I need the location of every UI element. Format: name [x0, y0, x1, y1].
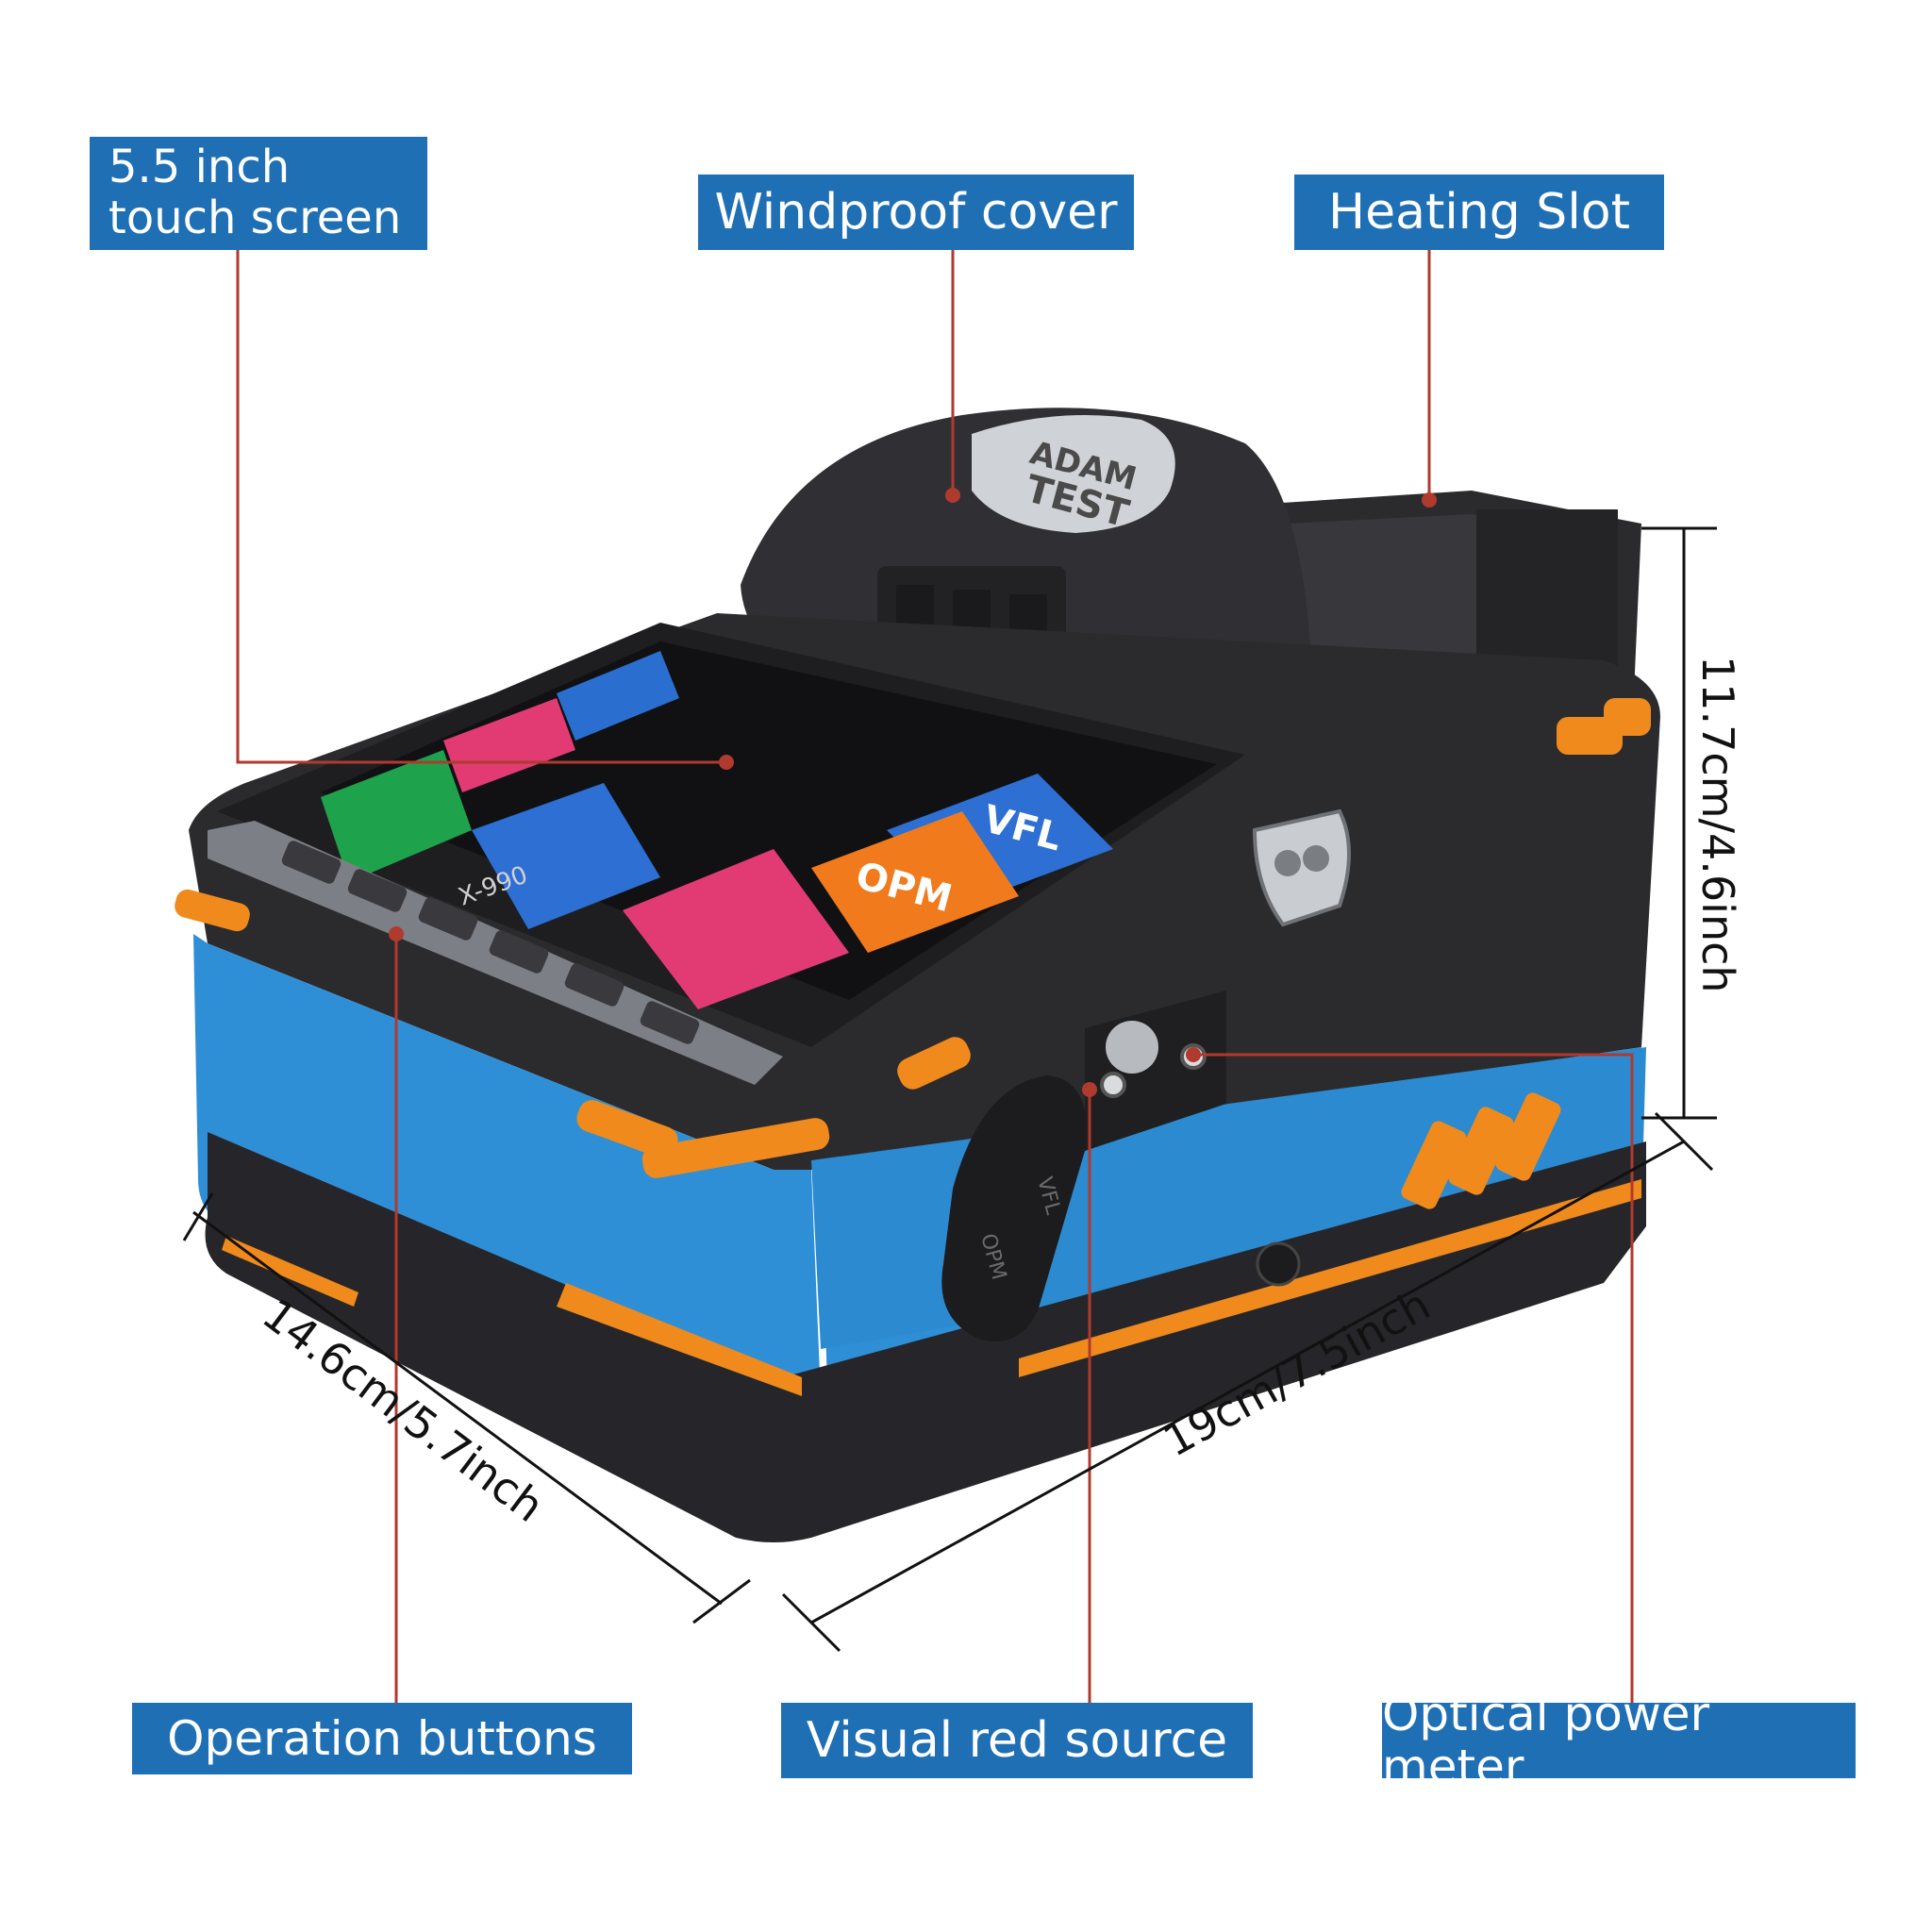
- power-button[interactable]: [280, 839, 342, 885]
- leader-dots: [389, 488, 1437, 1097]
- callout-operation-buttons: Operation buttons: [132, 1703, 632, 1774]
- callout-visual-red-source: Visual red source: [781, 1703, 1253, 1778]
- callout-visual-red-source-text: Visual red source: [806, 1711, 1228, 1769]
- callout-touch-screen: 5.5 inch touch screen: [90, 137, 427, 250]
- menu-button[interactable]: [639, 999, 701, 1045]
- leader-lines: [236, 250, 1634, 1703]
- stop-button[interactable]: [417, 895, 479, 941]
- xy-button[interactable]: [346, 867, 408, 913]
- callout-windproof-cover-text: Windproof cover: [714, 183, 1118, 241]
- callout-touch-screen-text: 5.5 inch touch screen: [108, 141, 402, 244]
- touch-screen: VFL OPM: [217, 623, 1245, 1047]
- callout-heating-slot-text: Heating Slot: [1328, 183, 1630, 241]
- callout-heating-slot: Heating Slot: [1294, 175, 1664, 250]
- dimension-lines: [182, 526, 1717, 1653]
- callout-operation-buttons-text: Operation buttons: [167, 1711, 597, 1766]
- height-dimension: 11.7cm/4.6inch: [1692, 656, 1743, 993]
- callout-windproof-cover: Windproof cover: [698, 175, 1134, 250]
- callout-optical-power-meter: Optical power meter: [1382, 1688, 1856, 1793]
- pause-button[interactable]: [563, 961, 625, 1008]
- play-button[interactable]: [488, 928, 550, 974]
- callout-optical-power-meter-text: Optical power meter: [1382, 1687, 1710, 1794]
